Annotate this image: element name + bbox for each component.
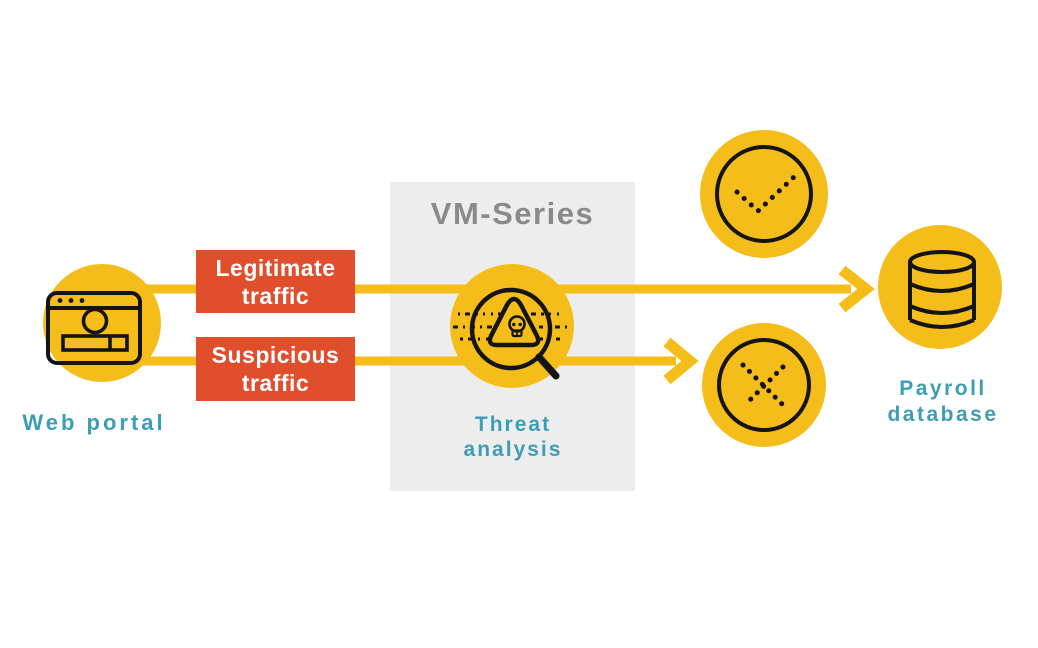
- suspicious-traffic-arrow: [100, 337, 699, 385]
- web-portal-node: [43, 264, 161, 382]
- threat-analysis-label: Threat analysis: [463, 413, 563, 461]
- vm-series-panel: VM-Series: [390, 182, 635, 491]
- legitimate-traffic-text: Legitimate traffic: [215, 254, 336, 309]
- magnifier-handle: [535, 353, 560, 380]
- suspicious-traffic-text: Suspicious traffic: [211, 342, 340, 396]
- suspicious-arrowhead-icon: [663, 337, 699, 385]
- payroll-database-node: [878, 225, 1002, 349]
- warning-triangle-icon: [487, 296, 541, 348]
- legitimate-arrowhead-icon: [838, 265, 875, 313]
- magnifying-glass-skull-warning-icon: [453, 287, 567, 380]
- dotted-checkmark-icon: [715, 145, 813, 243]
- allowed-traffic-node: [700, 130, 828, 258]
- dotted-cross-icon: [717, 338, 811, 432]
- payroll-database-label: Payroll database: [887, 377, 999, 426]
- database-cylinder-icon: [908, 250, 976, 329]
- browser-window-icon: [46, 291, 142, 365]
- web-portal-label: Web portal: [22, 410, 166, 435]
- blocked-traffic-node: [702, 323, 826, 447]
- threat-analysis-node: [450, 264, 574, 388]
- vm-series-title: VM-Series: [430, 196, 595, 231]
- suspicious-traffic-label: Suspicious traffic: [196, 337, 355, 401]
- legitimate-traffic-label: Legitimate traffic: [196, 250, 355, 313]
- skull-icon: [508, 315, 526, 338]
- magnifier-lens: [469, 287, 553, 371]
